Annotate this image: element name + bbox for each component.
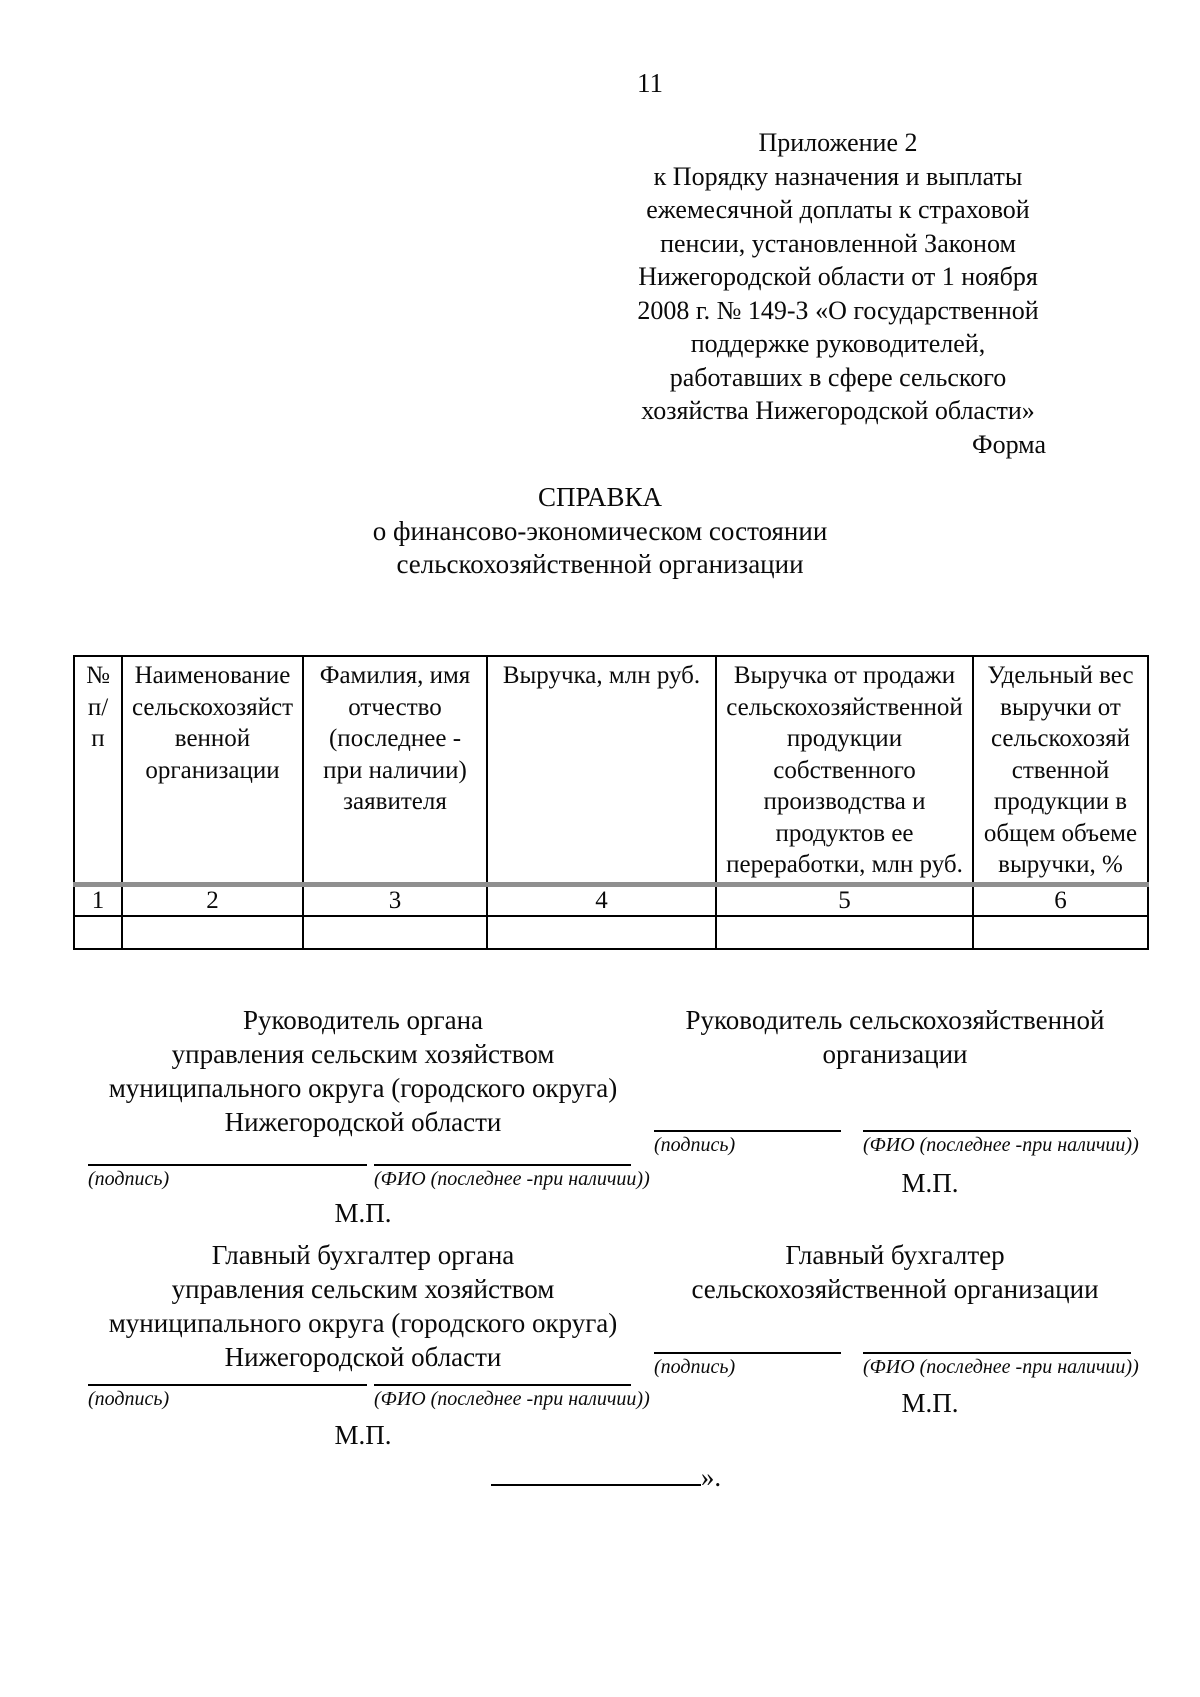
table-header-row: № п/ п Наименование сельскохозяйст венно… xyxy=(73,655,1149,887)
appendix-note: Приложение 2 к Порядку назначения и выпл… xyxy=(637,128,1039,425)
seal-mark: М.П. xyxy=(901,1168,959,1198)
closing-quote-mark: ». xyxy=(700,1462,722,1492)
empty-cell xyxy=(73,915,123,950)
empty-cell xyxy=(121,915,304,950)
signature-row: (подпись) (ФИО (последнее -при наличии)) xyxy=(88,1384,650,1411)
signature-line xyxy=(863,1352,1131,1354)
financial-table: № п/ п Наименование сельскохозяйст венно… xyxy=(73,655,1149,950)
signature-line xyxy=(654,1130,841,1132)
name-label: (ФИО (последнее -при наличии)) xyxy=(863,1356,1139,1378)
signature-label: (подпись) xyxy=(88,1388,170,1410)
header-cell-revenue: Выручка, млн руб. xyxy=(486,655,717,887)
closing-line: ». xyxy=(6,1462,1200,1492)
signatory-title-head-of-organization: Руководитель сельскохозяйственной органи… xyxy=(685,1005,1105,1069)
document-title: СПРАВКА о финансово-экономическом состоя… xyxy=(372,482,828,579)
seal-mark: М.П. xyxy=(334,1420,392,1450)
signatory-title-head-of-authority: Руководитель органа управления сельским … xyxy=(108,1005,618,1137)
colnum-cell: 2 xyxy=(121,883,304,917)
name-label: (ФИО (последнее -при наличии)) xyxy=(863,1134,1139,1156)
signature-field: (подпись) xyxy=(654,1352,841,1379)
empty-data-row xyxy=(73,915,1149,950)
name-field: (ФИО (последнее -при наличии)) xyxy=(374,1164,650,1191)
signature-row: (подпись) (ФИО (последнее -при наличии)) xyxy=(654,1352,1139,1379)
seal-mark: М.П. xyxy=(901,1388,959,1418)
signature-line xyxy=(374,1384,631,1386)
signature-label: (подпись) xyxy=(654,1356,736,1378)
colnum-cell: 4 xyxy=(486,883,717,917)
name-field: (ФИО (последнее -при наличии)) xyxy=(863,1352,1139,1379)
signature-line xyxy=(374,1164,631,1166)
name-label: (ФИО (последнее -при наличии)) xyxy=(374,1168,650,1190)
blank-underline xyxy=(490,1484,701,1486)
seal-mark: М.П. xyxy=(334,1198,392,1228)
signatory-title-chief-accountant-authority: Главный бухгалтер органа управления сель… xyxy=(108,1240,618,1372)
signature-line xyxy=(654,1352,841,1354)
name-field: (ФИО (последнее -при наличии)) xyxy=(374,1384,650,1411)
signature-field: (подпись) xyxy=(88,1164,367,1191)
signature-label: (подпись) xyxy=(88,1168,170,1190)
empty-cell xyxy=(715,915,974,950)
empty-cell xyxy=(302,915,488,950)
colnum-cell: 6 xyxy=(972,883,1149,917)
header-cell-org-name: Наименование сельскохозяйст венной орган… xyxy=(121,655,304,887)
header-cell-applicant-name: Фамилия, имя отчество (последнее - при н… xyxy=(302,655,488,887)
signature-row: (подпись) (ФИО (последнее -при наличии)) xyxy=(654,1130,1139,1157)
signature-row: (подпись) (ФИО (последнее -при наличии)) xyxy=(88,1164,650,1191)
header-cell-share: Удельный вес выручки от сельскохозяй ств… xyxy=(972,655,1149,887)
signature-line xyxy=(88,1384,367,1386)
column-number-row: 1 2 3 4 5 6 xyxy=(73,883,1149,917)
signature-field: (подпись) xyxy=(654,1130,841,1157)
name-label: (ФИО (последнее -при наличии)) xyxy=(374,1388,650,1410)
colnum-cell: 1 xyxy=(73,883,123,917)
name-field: (ФИО (последнее -при наличии)) xyxy=(863,1130,1139,1157)
signature-field: (подпись) xyxy=(88,1384,367,1411)
empty-cell xyxy=(972,915,1149,950)
signature-line xyxy=(863,1130,1131,1132)
colnum-cell: 3 xyxy=(302,883,488,917)
header-cell-num: № п/ п xyxy=(73,655,123,887)
form-label: Форма xyxy=(972,430,1046,459)
page-number: 11 xyxy=(637,68,663,98)
colnum-cell: 5 xyxy=(715,883,974,917)
signature-label: (подпись) xyxy=(654,1134,736,1156)
header-cell-agri-revenue: Выручка от продажи сельскохозяйственной … xyxy=(715,655,974,887)
empty-cell xyxy=(486,915,717,950)
signatory-title-chief-accountant-organization: Главный бухгалтер сельскохозяйственной о… xyxy=(691,1240,1099,1304)
signature-line xyxy=(88,1164,367,1166)
